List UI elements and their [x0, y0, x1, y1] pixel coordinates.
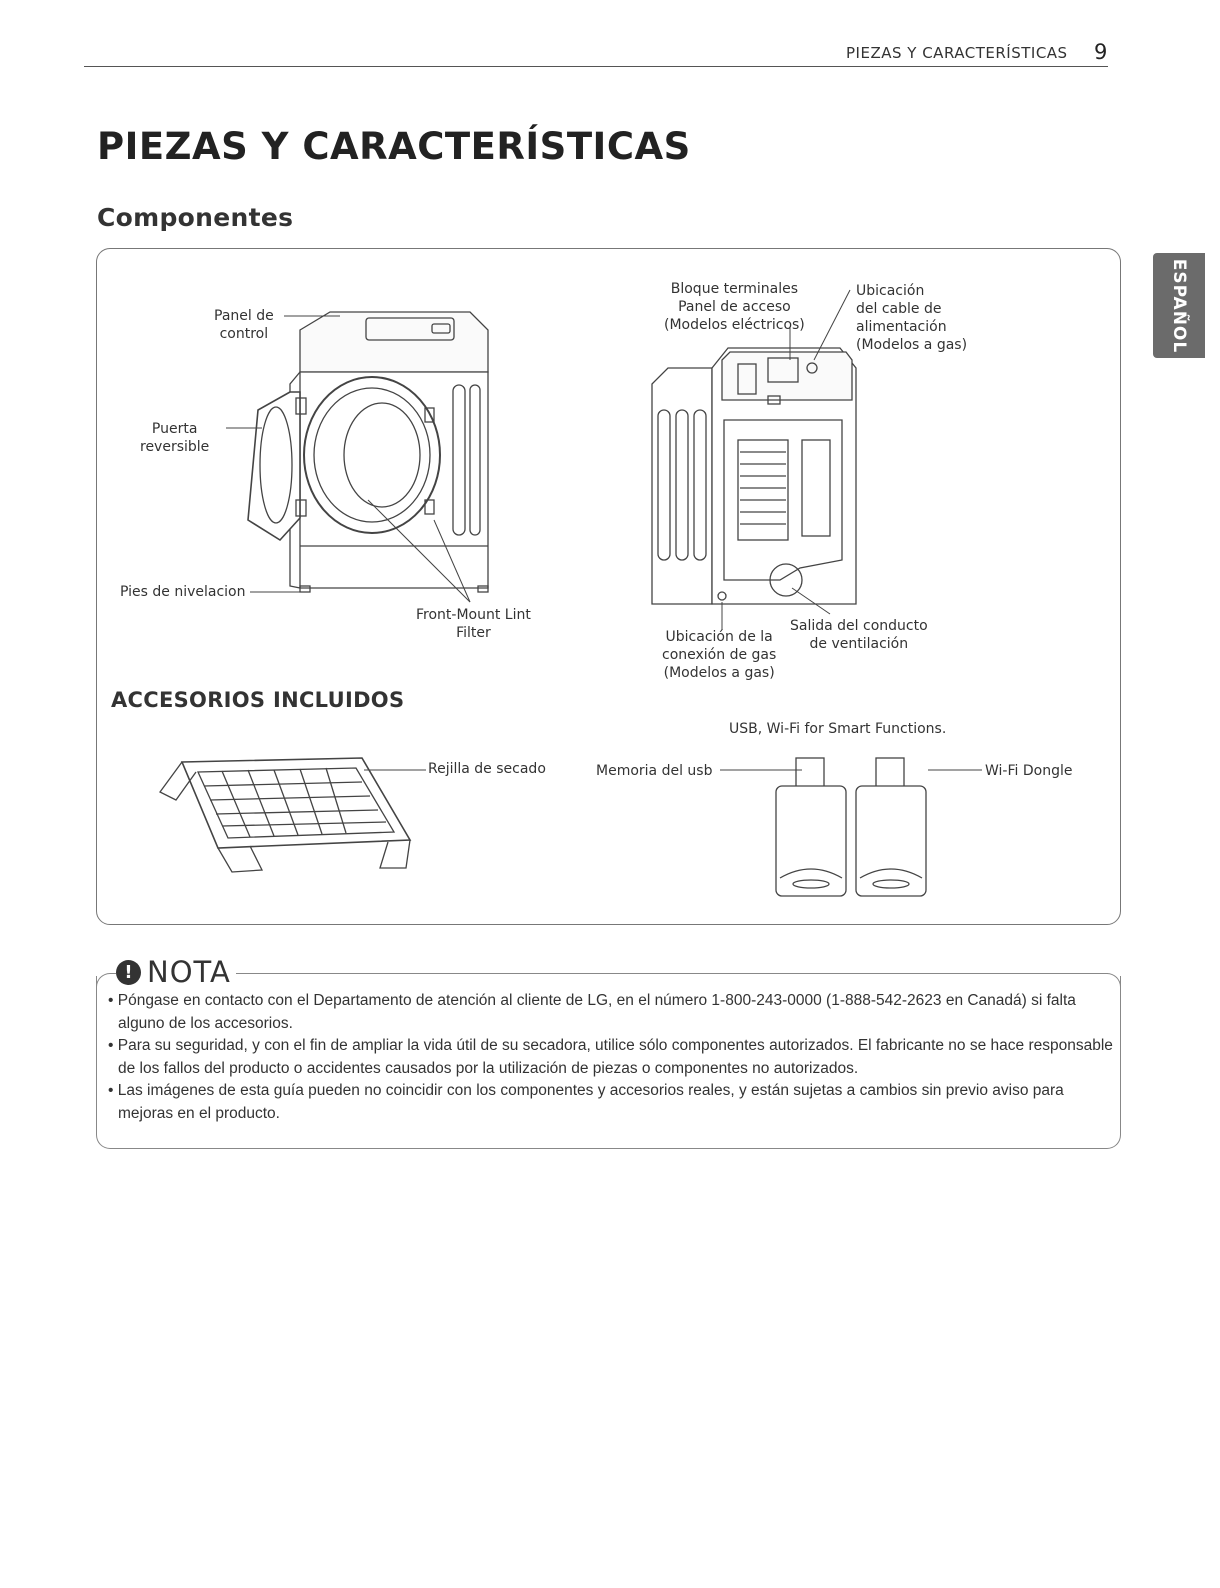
page-title: PIEZAS Y CARACTERÍSTICAS	[97, 125, 691, 168]
usb-caption: USB, Wi-Fi for Smart Functions.	[729, 721, 947, 737]
drying-rack-drawing	[159, 757, 426, 873]
rear-dryer-drawing	[651, 289, 857, 630]
note-item: Las imágenes de esta guía pueden no coin…	[104, 1080, 1114, 1125]
label-rejilla-de-secado: Rejilla de secado	[428, 761, 546, 777]
note-item: Para su seguridad, y con el fin de ampli…	[104, 1035, 1114, 1080]
front-dryer-drawing	[226, 311, 489, 603]
label-memoria-usb: Memoria del usb	[596, 763, 713, 779]
running-head: PIEZAS Y CARACTERÍSTICAS	[846, 44, 1068, 62]
note-title: NOTA	[147, 955, 231, 989]
warning-icon: !	[116, 959, 141, 985]
note-heading: ! NOTA	[116, 955, 235, 989]
note-corner-left	[96, 973, 116, 993]
note-list: Póngase en contacto con el Departamento …	[104, 990, 1114, 1125]
note-frame	[96, 976, 1121, 1149]
accessories-title: ACCESORIOS INCLUIDOS	[111, 688, 405, 712]
page-number: 9	[1094, 40, 1108, 64]
note-item: Póngase en contacto con el Departamento …	[104, 990, 1114, 1035]
note-top-rule	[236, 973, 1108, 974]
usb-and-dongle-drawing	[720, 757, 982, 897]
language-tab: ESPAÑOL	[1153, 253, 1205, 358]
label-wifi-dongle: Wi-Fi Dongle	[985, 763, 1073, 779]
header-rule	[84, 66, 1108, 67]
section-title: Componentes	[97, 203, 294, 232]
label-pies-de-nivelacion: Pies de nivelacion	[120, 584, 246, 600]
components-frame	[96, 248, 1121, 925]
